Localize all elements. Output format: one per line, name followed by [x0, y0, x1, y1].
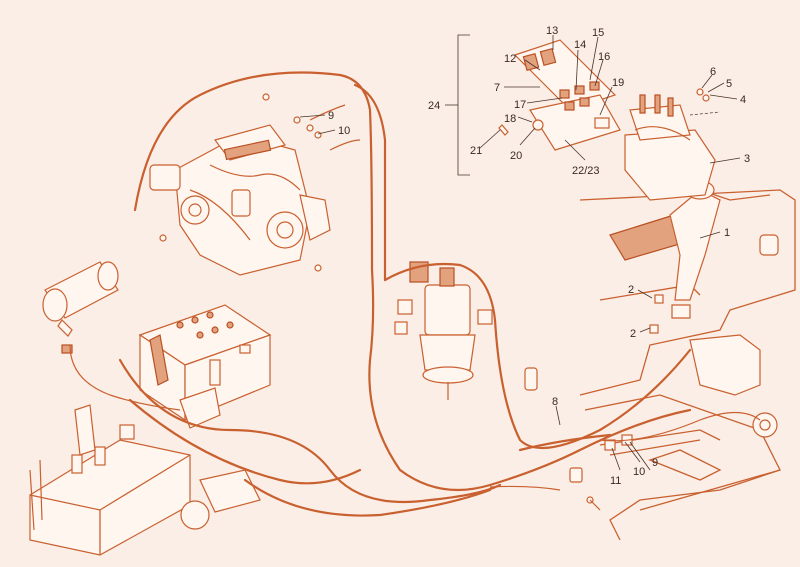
instrument-panel [498, 39, 621, 151]
battery [29, 404, 191, 556]
callout-8: 8 [552, 396, 558, 408]
callout-2-lower: 2 [630, 328, 636, 340]
callout-11: 11 [610, 475, 621, 487]
dashboard-console [624, 88, 721, 201]
callout-labels: 1 2 2 3 4 5 6 7 8 9 10 9 10 11 12 13 14 … [328, 25, 750, 487]
callout-22-23: 22/23 [572, 165, 600, 177]
hydraulic-pump [394, 261, 493, 400]
callout-19: 19 [612, 77, 624, 89]
callout-14: 14 [574, 39, 586, 51]
callout-24: 24 [428, 100, 440, 112]
callout-20: 20 [510, 150, 522, 162]
callout-15: 15 [592, 27, 604, 39]
starter-motor [42, 261, 119, 354]
callout-16: 16 [598, 51, 610, 63]
callout-7: 7 [494, 82, 500, 94]
callout-1: 1 [724, 227, 730, 239]
callout-10-lower: 10 [633, 466, 645, 478]
leader-lines [299, 35, 741, 471]
group-bracket-24 [457, 34, 470, 176]
callout-10-upper: 10 [338, 125, 350, 137]
callout-3: 3 [744, 153, 750, 165]
callout-21: 21 [470, 145, 482, 157]
callout-4: 4 [740, 94, 746, 106]
callout-18: 18 [504, 113, 516, 125]
callout-6: 6 [710, 66, 716, 78]
callout-9-upper: 9 [328, 110, 334, 122]
callout-5: 5 [726, 78, 732, 90]
callout-13: 13 [546, 25, 558, 37]
callout-12: 12 [504, 53, 516, 65]
connectors [119, 93, 664, 530]
engine [149, 124, 331, 276]
callout-9-lower: 9 [652, 457, 658, 469]
fuse-relay-box [138, 304, 272, 429]
wiring-harness [69, 71, 761, 517]
callout-17: 17 [514, 99, 526, 111]
floor-plate [609, 180, 721, 319]
callout-2-upper: 2 [628, 284, 634, 296]
